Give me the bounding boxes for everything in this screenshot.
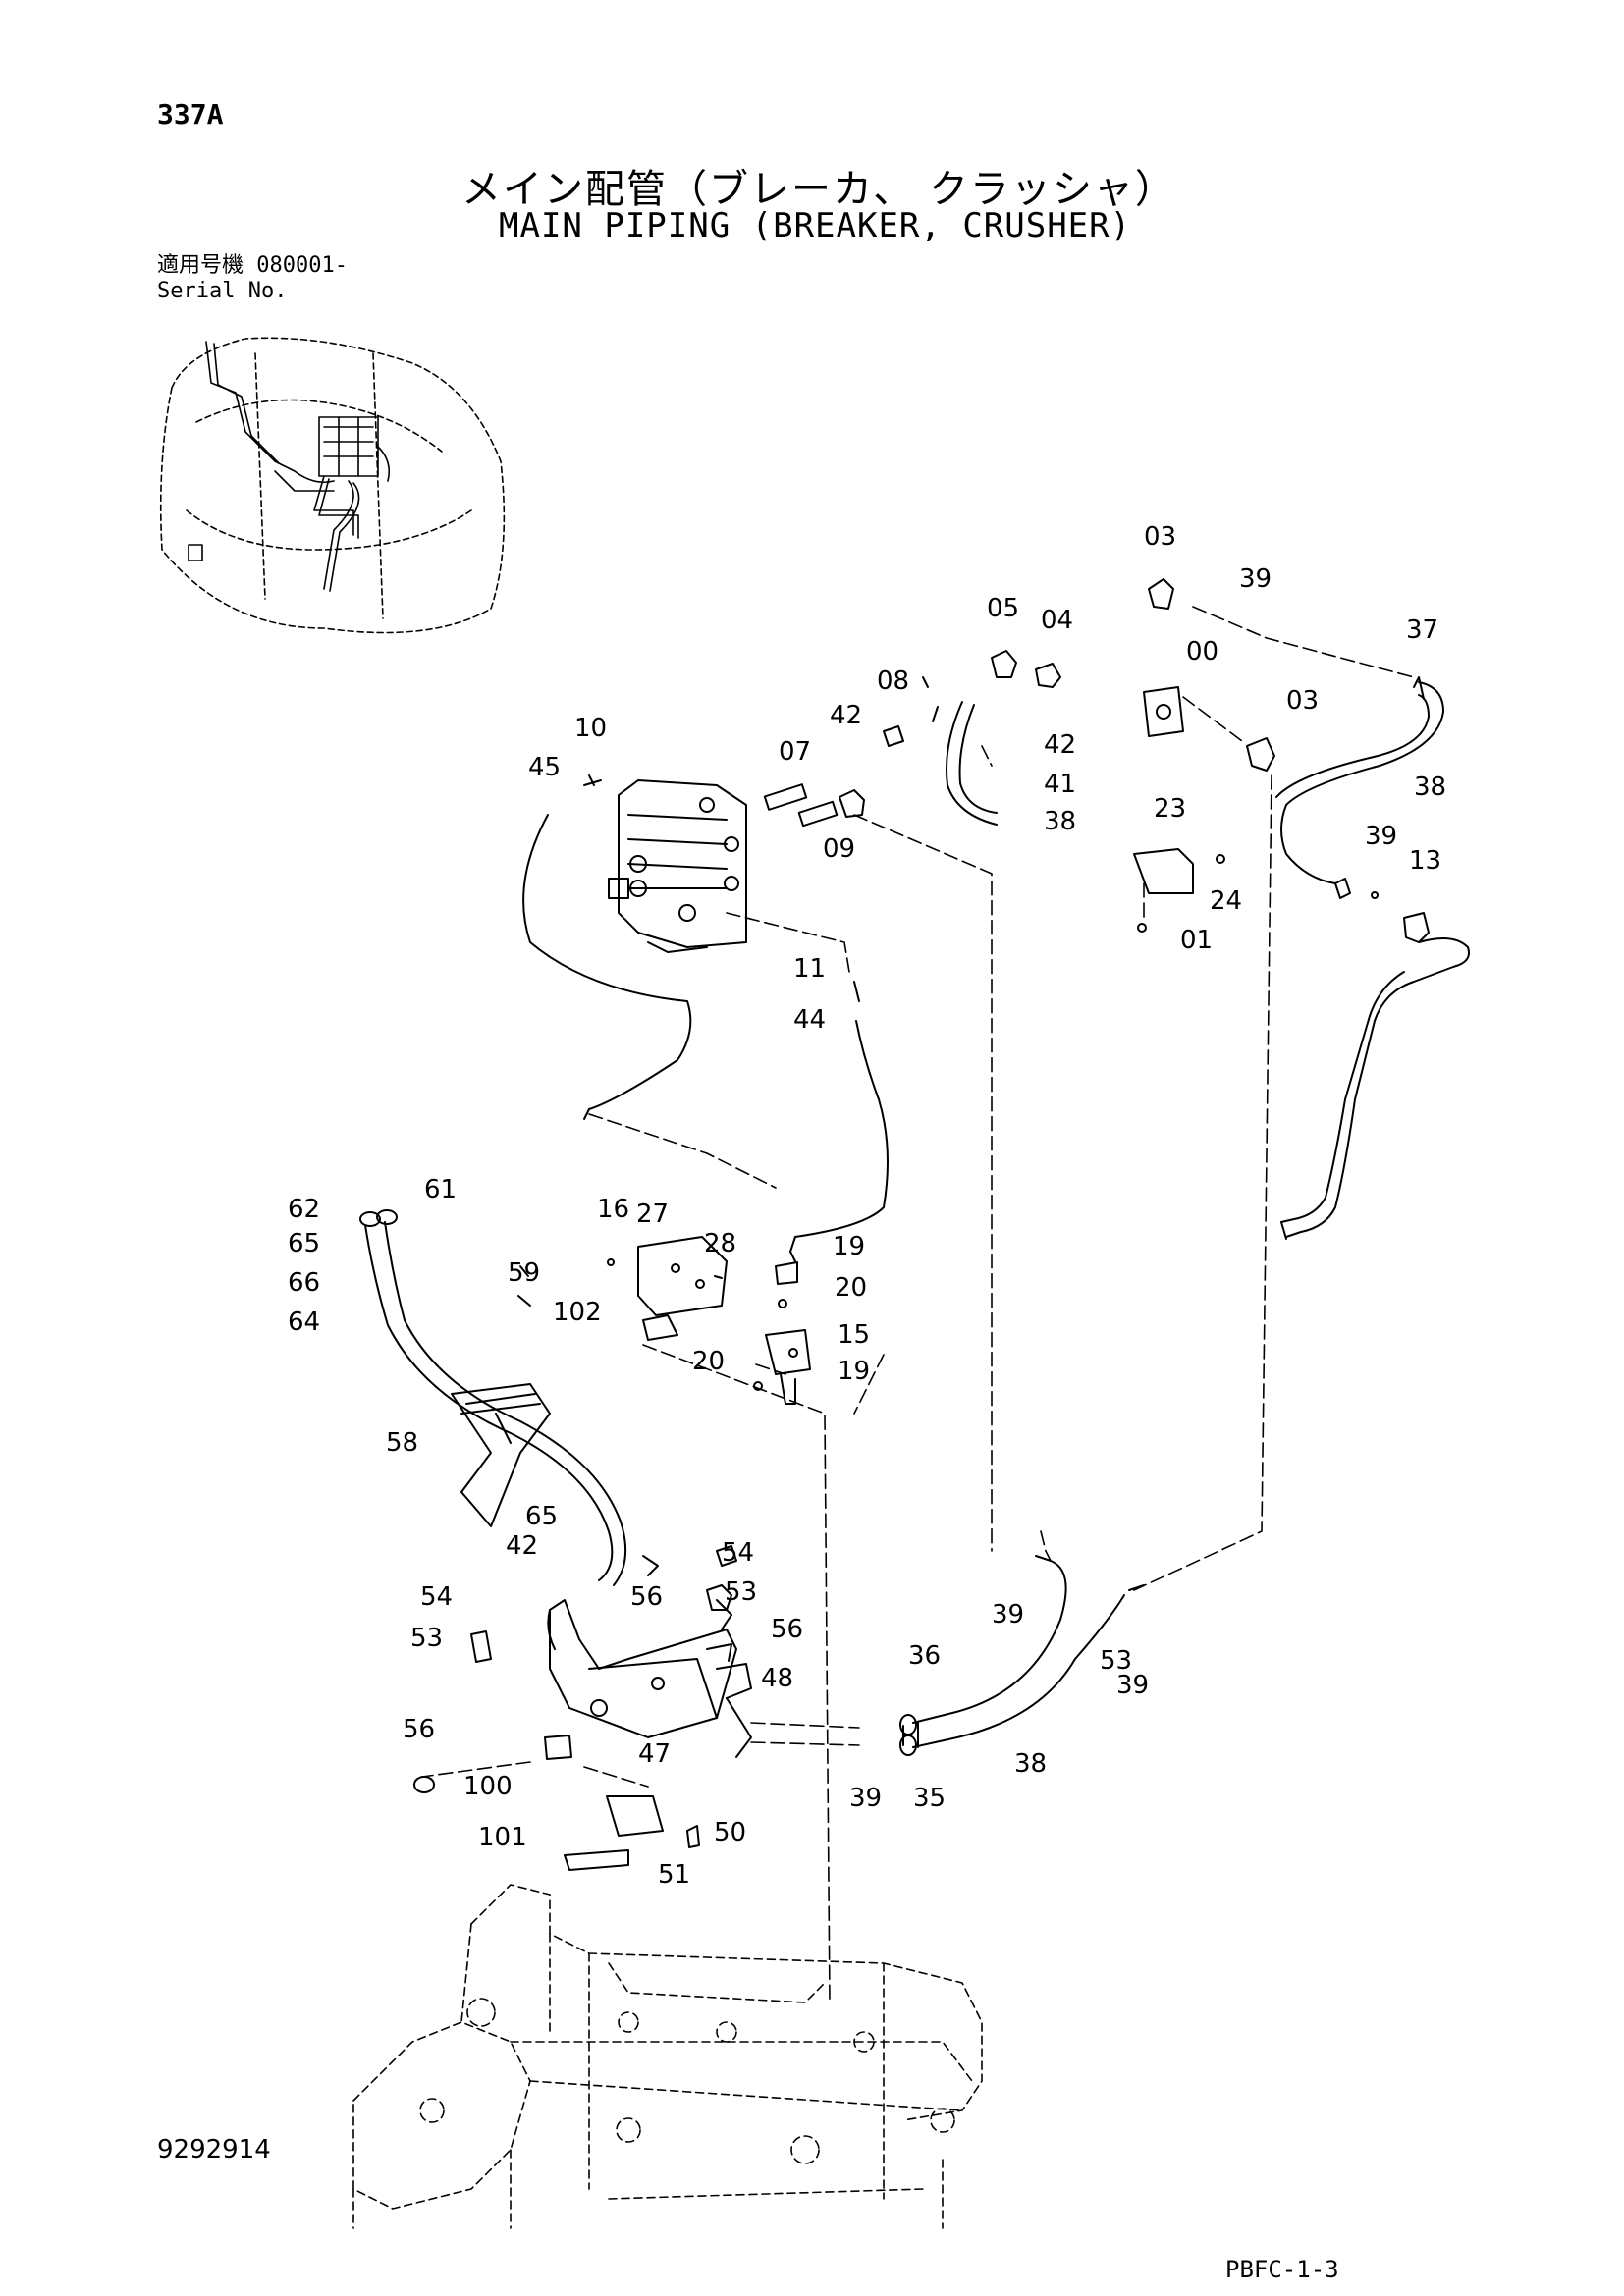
callout-label: 39 <box>1116 1671 1149 1700</box>
upper-frame-chassis <box>352 1884 983 2229</box>
callout-label: 65 <box>525 1502 558 1531</box>
callout-label: 05 <box>987 594 1019 623</box>
callout-label: 39 <box>992 1600 1024 1629</box>
title-english: MAIN PIPING (BREAKER, CRUSHER) <box>499 206 1132 245</box>
callout-label: 36 <box>908 1641 941 1671</box>
pipe-38-upper-right <box>1275 676 1444 884</box>
pilot-hose-45 <box>522 814 692 1120</box>
callout-label: 59 <box>508 1258 540 1288</box>
callout-label: 19 <box>833 1232 865 1261</box>
callout-label: 45 <box>528 753 561 782</box>
bottom-hoses-35-36 <box>899 1555 1145 1756</box>
callout-label: 42 <box>1044 730 1076 760</box>
callout-label: 39 <box>849 1784 882 1813</box>
callout-label: 19 <box>838 1357 870 1386</box>
callout-label: 48 <box>761 1664 793 1693</box>
callout-label: 03 <box>1144 522 1176 552</box>
fittings <box>583 578 1430 943</box>
pilot-manifold-block <box>607 1236 811 1405</box>
callout-label: 62 <box>288 1195 320 1224</box>
pipe-right-vertical <box>1280 937 1470 1240</box>
callout-label: 50 <box>714 1818 746 1847</box>
callout-label: 00 <box>1186 637 1218 667</box>
callout-label: 42 <box>506 1531 538 1561</box>
title-japanese: メイン配管（ブレーカ、 クラッシャ） <box>461 167 1176 212</box>
callout-label: 01 <box>1180 926 1213 955</box>
callout-label: 53 <box>725 1577 757 1607</box>
callout-label: 04 <box>1041 606 1073 635</box>
callout-label: 58 <box>386 1428 418 1458</box>
serial-block: 適用号機 080001- Serial No. <box>157 253 348 304</box>
callout-label: 16 <box>597 1195 629 1224</box>
callout-label: 07 <box>779 737 811 767</box>
callout-label: 39 <box>1365 822 1397 851</box>
callout-label: 37 <box>1406 615 1438 645</box>
callout-label: 44 <box>793 1005 826 1035</box>
callout-label: 15 <box>838 1320 870 1350</box>
callout-label: 35 <box>913 1784 946 1813</box>
callout-label: 38 <box>1414 773 1446 802</box>
serial-value: 080001- <box>256 253 348 278</box>
callout-label: 24 <box>1210 886 1242 916</box>
callout-label: 54 <box>420 1582 453 1612</box>
callout-label: 23 <box>1154 794 1186 824</box>
callout-label: 61 <box>424 1175 457 1204</box>
callout-label: 102 <box>553 1298 602 1327</box>
callout-labels: 03 39 37 05 04 00 08 42 03 42 41 38 38 1… <box>288 522 1446 1890</box>
callout-label: 66 <box>288 1268 320 1298</box>
callout-label: 65 <box>288 1229 320 1258</box>
sheet-code: PBFC-1-3 <box>1225 2256 1339 2283</box>
callout-label: 09 <box>823 834 855 864</box>
callout-label: 10 <box>574 714 607 743</box>
callout-label: 47 <box>638 1739 671 1769</box>
callout-label: 56 <box>771 1615 803 1644</box>
callout-label: 41 <box>1044 770 1076 799</box>
callout-label: 08 <box>877 667 909 696</box>
callout-label: 54 <box>722 1538 754 1568</box>
bottom-manifold <box>547 1555 752 1758</box>
callout-label: 101 <box>478 1823 527 1852</box>
callout-label: 53 <box>410 1624 443 1653</box>
callout-label: 56 <box>630 1582 663 1612</box>
callout-label: 11 <box>793 954 826 984</box>
callout-label: 51 <box>658 1860 690 1890</box>
pilot-hose-44 <box>789 981 889 1262</box>
callout-label: 100 <box>463 1772 513 1801</box>
hose-38-upper <box>922 676 998 826</box>
callout-label: 38 <box>1044 807 1076 836</box>
page-code: 337A <box>157 98 224 131</box>
callout-label: 38 <box>1014 1749 1047 1779</box>
callout-label: 42 <box>830 701 862 730</box>
callout-label: 13 <box>1409 846 1441 876</box>
small-parts-bottom <box>413 1545 737 1871</box>
drawing-number: 9292914 <box>157 2135 271 2164</box>
callout-label: 56 <box>403 1715 435 1744</box>
serial-jp-label: 適用号機 <box>157 253 244 278</box>
callout-label: 28 <box>704 1229 736 1258</box>
control-valve <box>608 779 747 953</box>
callout-label: 20 <box>835 1273 867 1303</box>
callout-label: 39 <box>1239 564 1272 594</box>
left-hoses-and-guard <box>359 1209 627 1586</box>
callout-label: 27 <box>636 1200 669 1229</box>
serial-en-label: Serial No. <box>157 279 288 303</box>
callout-label: 03 <box>1286 686 1319 716</box>
callout-label: 64 <box>288 1308 320 1337</box>
machine-overview-thumbnail <box>159 337 506 634</box>
callout-label: 53 <box>1100 1646 1132 1676</box>
callout-label: 20 <box>692 1347 725 1376</box>
dashed-leaders <box>421 606 1415 2003</box>
